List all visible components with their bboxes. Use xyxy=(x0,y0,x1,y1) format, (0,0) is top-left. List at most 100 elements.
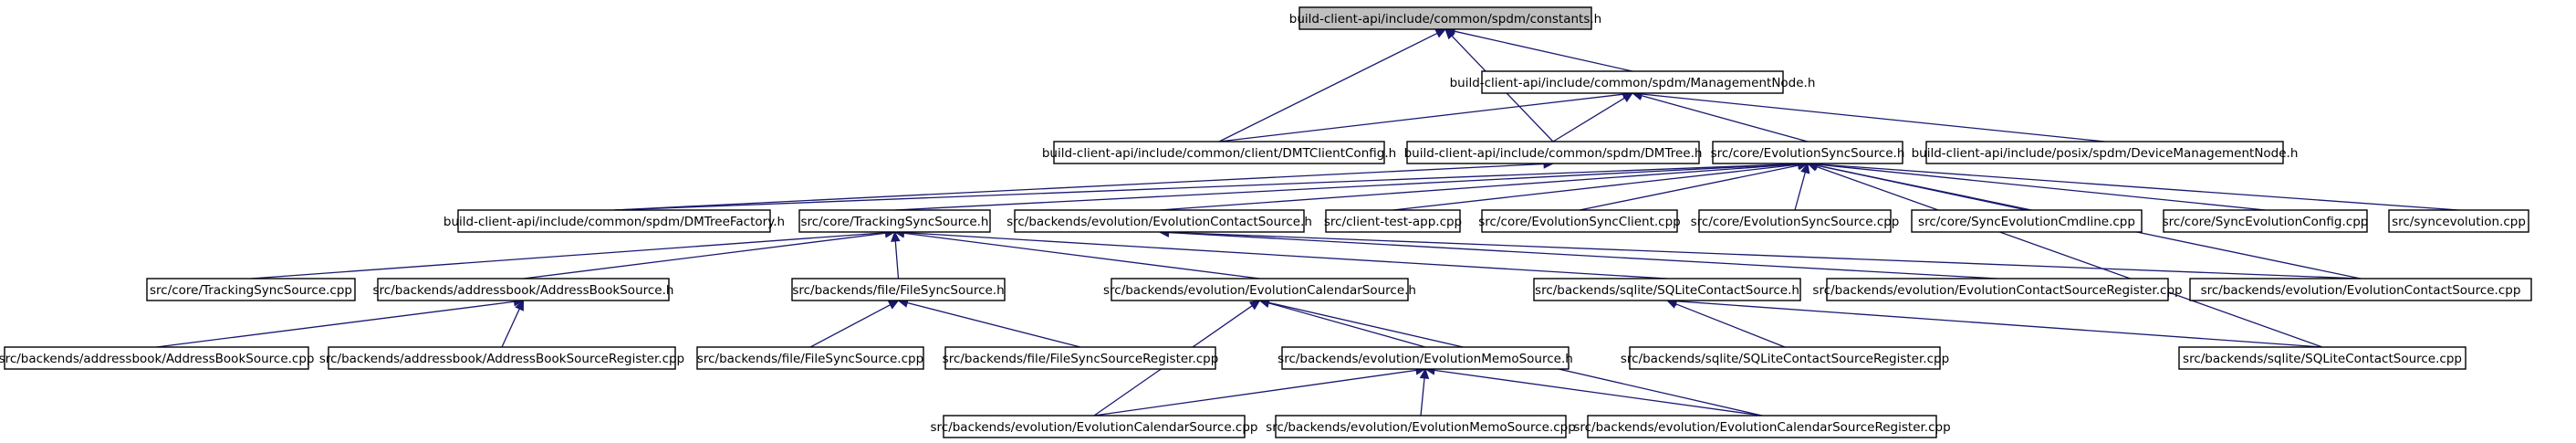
node-box xyxy=(1911,209,2143,233)
node-box xyxy=(1406,141,1700,164)
node-label: src/backends/file/FileSyncSource.h xyxy=(792,283,1004,298)
node-label: src/core/EvolutionSyncClient.cpp xyxy=(1478,215,1680,229)
edge-line xyxy=(1093,369,1417,417)
node-label: src/backends/addressbook/AddressBookSour… xyxy=(319,352,684,366)
node-box xyxy=(943,415,1246,438)
edge-line xyxy=(1816,163,2266,211)
node-label: build-client-api/include/common/spdm/con… xyxy=(1289,12,1601,26)
file-node[interactable]: build-client-api/include/common/client/D… xyxy=(1042,141,1396,164)
file-node[interactable]: src/backends/file/FileSyncSource.cpp xyxy=(696,346,924,370)
file-node[interactable]: src/client-test-app.cpp xyxy=(1324,209,1462,233)
file-node[interactable]: src/backends/addressbook/AddressBookSour… xyxy=(373,278,674,301)
file-node[interactable]: src/core/SyncEvolutionConfig.cpp xyxy=(2163,209,2369,233)
edge-line xyxy=(1267,302,1426,348)
node-label: src/backends/evolution/EvolutionContactS… xyxy=(1812,283,2182,298)
node-label: src/backends/sqlite/SQLiteContactSource.… xyxy=(2183,352,2462,366)
dependency-edge xyxy=(894,159,1809,211)
node-box xyxy=(1826,278,2169,301)
node-box xyxy=(1111,278,1409,301)
file-node[interactable]: src/backends/evolution/EvolutionMemoSour… xyxy=(1278,346,1573,370)
file-node[interactable]: src/backends/evolution/EvolutionCalendar… xyxy=(930,415,1258,438)
file-node[interactable]: src/backends/evolution/EvolutionContactS… xyxy=(1812,278,2183,301)
edge-line xyxy=(1641,95,1809,142)
dependency-edge xyxy=(1631,90,1809,142)
node-box xyxy=(2189,278,2532,301)
file-node[interactable]: build-client-api/include/common/spdm/DMT… xyxy=(1404,141,1703,164)
node-label: src/backends/evolution/EvolutionCalendar… xyxy=(1573,420,1950,435)
file-node[interactable]: src/backends/sqlite/SQLiteContactSource.… xyxy=(2178,346,2466,370)
edge-line xyxy=(523,232,886,280)
node-box xyxy=(1925,141,2284,164)
node-label: src/backends/addressbook/AddressBookSour… xyxy=(373,283,674,298)
file-node[interactable]: src/core/TrackingSyncSource.h xyxy=(798,209,991,233)
node-box xyxy=(4,346,309,370)
file-node[interactable]: src/backends/addressbook/AddressBookSour… xyxy=(319,346,684,370)
edge-line xyxy=(613,163,1545,211)
file-node[interactable]: src/backends/evolution/EvolutionCalendar… xyxy=(1103,278,1416,301)
node-label: src/core/TrackingSyncSource.h xyxy=(800,215,988,229)
node-box xyxy=(2163,209,2368,233)
node-box xyxy=(457,209,771,233)
edge-line xyxy=(1218,93,1624,142)
node-label: src/backends/sqlite/SQLiteContactSource.… xyxy=(1535,283,1799,298)
node-label: src/backends/sqlite/SQLiteContactSourceR… xyxy=(1621,352,1949,366)
node-box xyxy=(377,278,670,301)
file-node[interactable]: src/backends/sqlite/SQLiteContactSourceR… xyxy=(1621,346,1949,370)
node-label: src/backends/file/FileSyncSourceRegister… xyxy=(943,352,1219,366)
node-box xyxy=(1481,70,1784,94)
file-node[interactable]: build-client-api/include/common/spdm/Man… xyxy=(1450,70,1816,94)
edge-line xyxy=(894,240,900,280)
file-node[interactable]: src/core/EvolutionSyncSource.cpp xyxy=(1691,209,1900,233)
arrowhead-icon xyxy=(1419,367,1430,379)
node-label: src/backends/evolution/EvolutionMemoSour… xyxy=(1278,352,1573,366)
edge-line xyxy=(501,308,520,348)
dependency-edge xyxy=(1093,365,1427,417)
node-label: src/backends/evolution/EvolutionCalendar… xyxy=(1103,283,1416,298)
dependency-edge xyxy=(809,300,900,348)
file-node[interactable]: src/core/EvolutionSyncClient.cpp xyxy=(1478,209,1681,233)
node-label: src/backends/evolution/EvolutionCalendar… xyxy=(930,420,1257,435)
node-label: src/syncevolution.cpp xyxy=(2392,215,2526,229)
edge-line xyxy=(903,231,1668,280)
arrowhead-icon xyxy=(891,230,901,242)
edge-line xyxy=(1552,97,1625,142)
arrowhead-icon xyxy=(1248,300,1261,311)
arrowhead-icon xyxy=(1444,28,1456,40)
file-node[interactable]: src/backends/evolution/EvolutionContactS… xyxy=(2189,278,2532,301)
node-label: src/core/TrackingSyncSource.cpp xyxy=(150,283,352,298)
node-box xyxy=(696,346,924,370)
file-node[interactable]: src/backends/addressbook/AddressBookSour… xyxy=(0,346,314,370)
file-node[interactable]: src/core/EvolutionSyncSource.h xyxy=(1711,141,1905,164)
file-node[interactable]: src/backends/sqlite/SQLiteContactSource.… xyxy=(1533,278,1801,301)
dependency-edge xyxy=(613,159,1555,211)
root-file-node[interactable]: build-client-api/include/common/spdm/con… xyxy=(1289,6,1601,30)
dependency-edge xyxy=(1806,159,2266,211)
file-node[interactable]: build-client-api/include/posix/spdm/Devi… xyxy=(1912,141,2299,164)
node-box xyxy=(1275,415,1567,438)
arrowhead-icon xyxy=(1622,92,1634,102)
dependency-edge xyxy=(501,299,525,348)
node-label: build-client-api/include/common/client/D… xyxy=(1042,146,1396,161)
edge-line xyxy=(156,301,515,348)
node-box xyxy=(1053,141,1385,164)
arrowhead-icon xyxy=(515,299,525,311)
file-node[interactable]: src/core/SyncEvolutionCmdline.cpp xyxy=(1911,209,2143,233)
node-box xyxy=(1298,6,1592,30)
file-node[interactable]: build-client-api/include/common/spdm/DMT… xyxy=(443,209,785,233)
file-node[interactable]: src/backends/file/FileSyncSource.h xyxy=(791,278,1006,301)
dependency-edge xyxy=(1794,162,1810,211)
file-node[interactable]: src/backends/file/FileSyncSourceRegister… xyxy=(943,346,1219,370)
file-node[interactable]: src/backends/evolution/EvolutionContactS… xyxy=(1006,209,1312,233)
file-node[interactable]: src/backends/evolution/EvolutionCalendar… xyxy=(1573,415,1951,438)
dependency-edge xyxy=(1218,89,1634,142)
edge-line xyxy=(1159,163,1799,211)
edge-line xyxy=(1434,369,1763,417)
node-label: src/backends/addressbook/AddressBookSour… xyxy=(0,352,314,366)
node-label: src/backends/evolution/EvolutionContactS… xyxy=(2201,283,2521,298)
node-layer: build-client-api/include/common/spdm/con… xyxy=(0,6,2532,438)
node-box xyxy=(1481,209,1678,233)
file-node[interactable]: src/syncevolution.cpp xyxy=(2388,209,2529,233)
file-node[interactable]: src/backends/evolution/EvolutionMemoSour… xyxy=(1266,415,1576,438)
file-node[interactable]: src/core/TrackingSyncSource.cpp xyxy=(146,278,356,301)
